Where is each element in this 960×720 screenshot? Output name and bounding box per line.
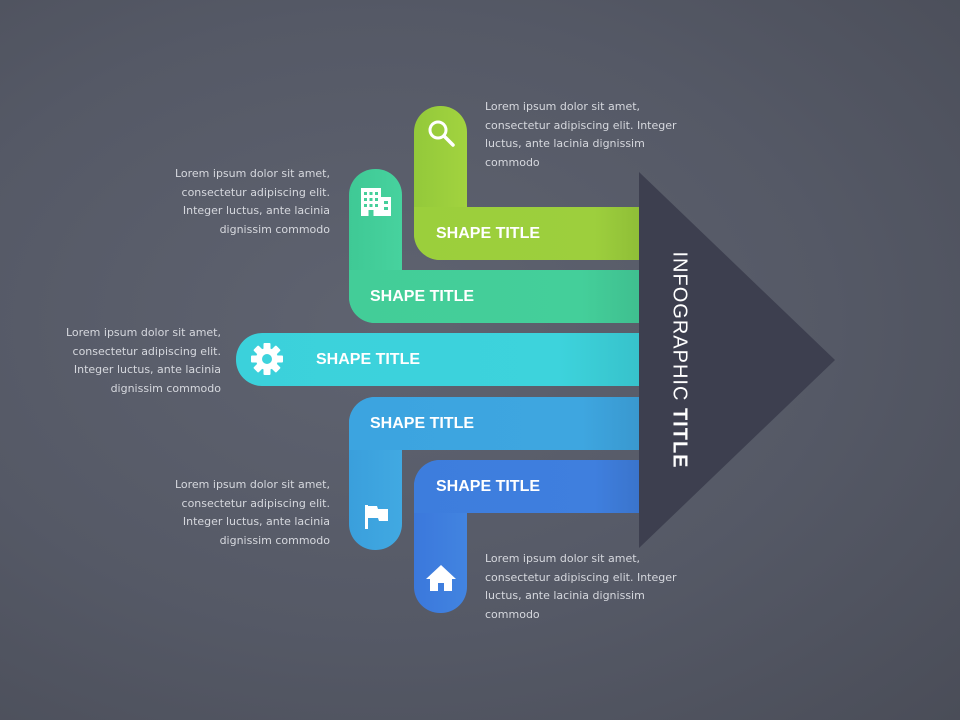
band-title: SHAPE TITLE [370,287,475,305]
band-title: SHAPE TITLE [436,224,541,242]
band-title: SHAPE TITLE [316,350,421,368]
description-top: Lorem ipsum dolor sit amet, consectetur … [485,100,677,169]
description-upper-left: Lorem ipsum dolor sit amet, consectetur … [174,167,330,236]
band-royal: SHAPE TITLE [414,460,640,513]
description-bottom: Lorem ipsum dolor sit amet, consectetur … [485,552,677,621]
description-lower-left: Lorem ipsum dolor sit amet, consectetur … [174,478,330,547]
band-teal: SHAPE TITLE [349,270,640,323]
band-title: SHAPE TITLE [370,414,475,432]
flag-icon [363,503,391,531]
band-title: SHAPE TITLE [436,477,541,495]
arrow-shape [639,172,835,548]
band-cyan: SHAPE TITLE [236,333,640,386]
home-icon [424,563,458,593]
title-light: INFOGRAPHIC [668,251,691,402]
title-bold: TITLE [668,407,691,469]
band-blue: SHAPE TITLE [349,397,640,450]
description-middle-left: Lorem ipsum dolor sit amet, consectetur … [65,326,221,395]
gear-icon [249,341,285,377]
building-icon [359,186,393,218]
search-icon [426,118,456,148]
band-green: SHAPE TITLE [414,207,640,260]
